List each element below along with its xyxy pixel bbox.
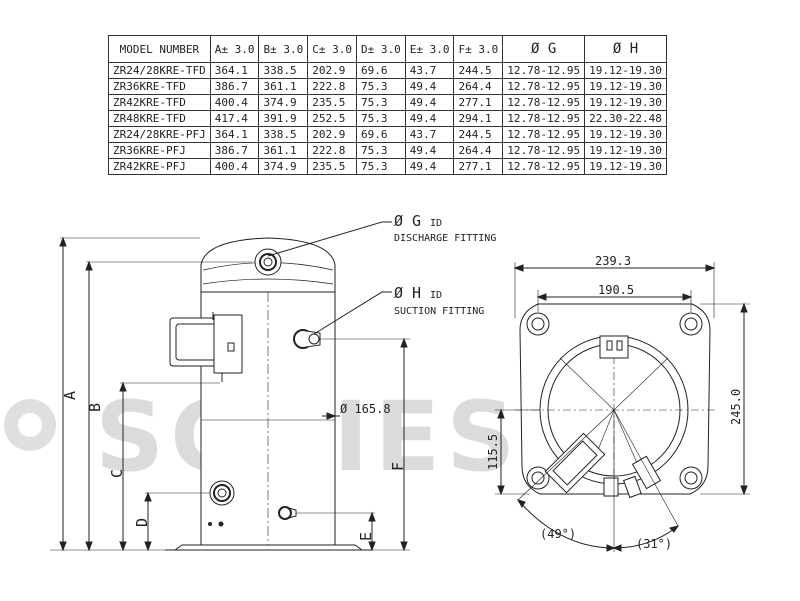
width-inner-label: 190.5 [598, 283, 634, 297]
dimension-cell: 294.1 [453, 110, 504, 127]
dimension-cell: 19.12-19.30 [584, 78, 667, 95]
dimension-cell: 12.78-12.95 [502, 158, 586, 175]
suction-fitting-label: SUCTION FITTING [394, 306, 484, 317]
dimension-cell: 277.1 [453, 158, 504, 175]
dimension-cell: 75.3 [355, 158, 406, 175]
dimension-cell: 244.5 [453, 126, 504, 143]
h-diameter-label: Ø H [394, 284, 421, 302]
dimension-cell: 374.9 [258, 158, 309, 175]
dimension-cell: 49.4 [404, 142, 455, 159]
dimension-cell: 75.3 [355, 78, 406, 95]
dimension-cell: 338.5 [258, 126, 309, 143]
dim-a-label: A [61, 391, 79, 400]
h-id-label: ID [430, 290, 442, 301]
dimension-cell: 264.4 [453, 142, 504, 159]
col-header: A± 3.0 [209, 35, 260, 63]
dimension-cell: 202.9 [307, 126, 357, 143]
col-header: Ø H [584, 35, 667, 63]
dim-b-label: B [86, 403, 104, 412]
model-number-cell: ZR36KRE-PFJ [108, 142, 211, 159]
model-number-cell: ZR36KRE-TFD [108, 78, 211, 95]
angle-1-label: (49°) [540, 527, 576, 541]
dimension-table: MODEL NUMBER A± 3.0 B± 3.0 C± 3.0 D± 3.0… [108, 35, 667, 175]
dimension-cell: 400.4 [209, 158, 260, 175]
dim-f-label: F [389, 462, 407, 471]
dimension-cell: 12.78-12.95 [502, 94, 586, 111]
dimension-cell: 235.5 [307, 158, 357, 175]
col-header: F± 3.0 [453, 35, 504, 63]
col-header: MODEL NUMBER [108, 35, 211, 63]
height-label: 245.0 [729, 389, 743, 425]
dim-c-label: C [108, 469, 126, 478]
body-diameter-label: Ø 165.8 [340, 402, 391, 416]
dimension-cell: 69.6 [355, 62, 406, 79]
col-header: Ø G [502, 35, 586, 63]
dimension-cell: 252.5 [307, 110, 357, 127]
discharge-fitting-label: DISCHARGE FITTING [394, 233, 496, 244]
col-header: C± 3.0 [307, 35, 357, 63]
dimension-cell: 19.12-19.30 [584, 158, 667, 175]
top-view [495, 262, 750, 552]
dimension-cell: 19.12-19.30 [584, 142, 667, 159]
dimension-cell: 12.78-12.95 [502, 126, 586, 143]
dim-e-label: E [357, 532, 375, 541]
dimension-cell: 69.6 [355, 126, 406, 143]
table-header-row: MODEL NUMBER A± 3.0 B± 3.0 C± 3.0 D± 3.0… [108, 35, 667, 63]
offset-label: 115.5 [486, 434, 500, 470]
model-number-cell: ZR24/28KRE-PFJ [108, 126, 211, 143]
dimension-cell: 75.3 [355, 142, 406, 159]
angle-2-label: (31°) [636, 537, 672, 551]
dimension-cell: 361.1 [258, 142, 309, 159]
width-outer-label: 239.3 [595, 254, 631, 268]
model-number-cell: ZR42KRE-TFD [108, 94, 211, 111]
dimension-cell: 222.8 [307, 142, 357, 159]
dim-d-label: D [133, 518, 151, 527]
g-diameter-label: Ø G [394, 212, 421, 230]
dimension-cell: 277.1 [453, 94, 504, 111]
model-number-cell: ZR24/28KRE-TFD [108, 62, 211, 79]
dimension-cell: 386.7 [209, 142, 260, 159]
g-id-label: ID [430, 218, 442, 229]
dimension-cell: 49.4 [404, 158, 455, 175]
side-view [50, 221, 410, 552]
dimension-cell: 202.9 [307, 62, 357, 79]
dimension-cell: 49.4 [404, 110, 455, 127]
model-number-cell: ZR42KRE-PFJ [108, 158, 211, 175]
model-number-cell: ZR48KRE-TFD [108, 110, 211, 127]
